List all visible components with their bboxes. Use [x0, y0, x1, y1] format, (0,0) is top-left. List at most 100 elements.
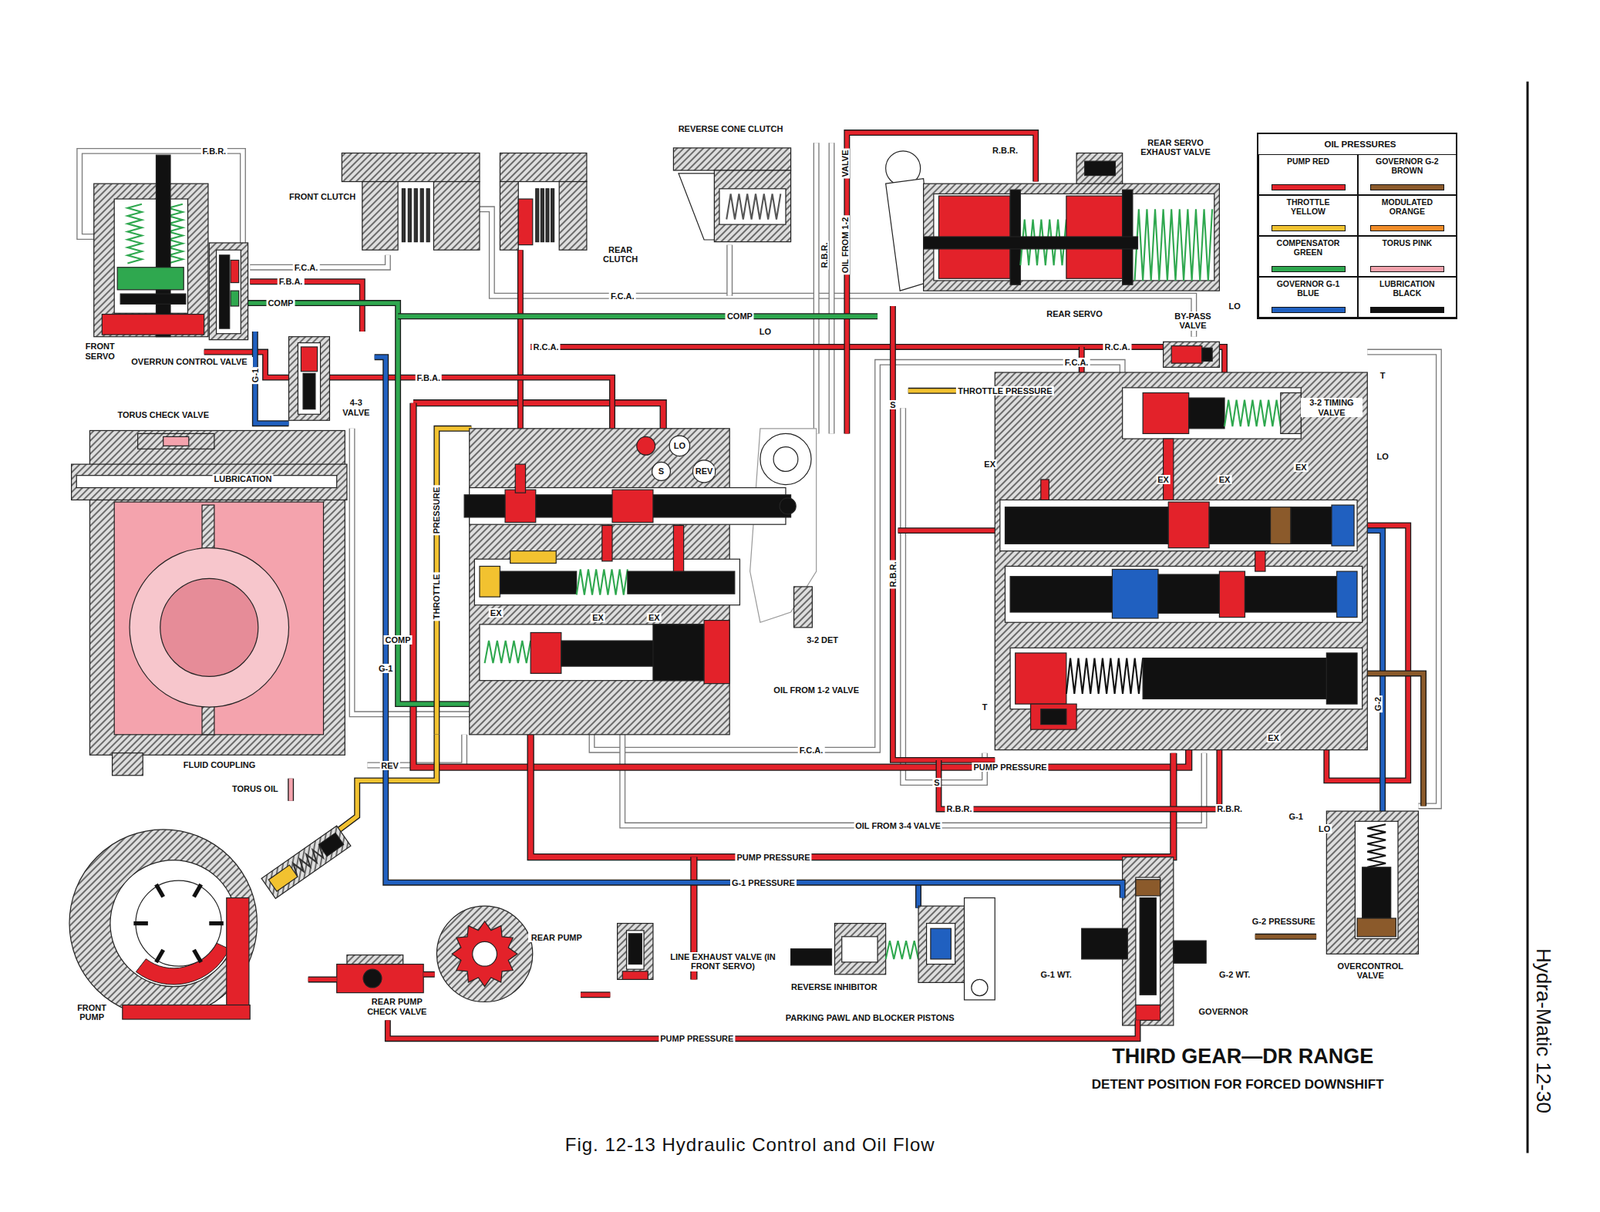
- pipe-outline: [423, 971, 435, 978]
- valve-part: [1290, 507, 1332, 545]
- pipe-outline: [387, 1020, 1139, 1039]
- oil-line: [397, 314, 878, 319]
- line-label: S: [656, 466, 666, 476]
- oil-line: [436, 428, 472, 735]
- pump-vane: [133, 921, 149, 926]
- valve-part: [163, 436, 189, 446]
- hatched-housing: [261, 825, 351, 899]
- component: FRONT CLUTCH: [283, 142, 483, 256]
- legend-label: TORUS PINK: [1371, 239, 1443, 249]
- component-label: REAR PUMP CHECK VALVE: [365, 997, 429, 1017]
- pump-vane: [155, 949, 163, 963]
- hatched-housing: [112, 753, 144, 776]
- port-marker: [693, 460, 716, 483]
- governor-weight: [1081, 928, 1129, 960]
- spool: [499, 571, 576, 594]
- spool: [627, 571, 735, 594]
- oil-connector: [289, 778, 294, 802]
- component-label: REAR SERVO: [1038, 309, 1111, 320]
- line-label: TORUS OIL: [230, 784, 280, 794]
- legend-swatch: [1271, 225, 1346, 232]
- bore: [1122, 387, 1302, 439]
- component-label: FLUID COUPLING: [168, 760, 270, 771]
- spool: [1142, 658, 1327, 700]
- oil-line-group: [387, 1020, 1139, 1039]
- line-label: LO: [1227, 301, 1243, 311]
- valve-part: [300, 346, 317, 372]
- round-part: [472, 941, 498, 967]
- valve-part: [1040, 709, 1067, 725]
- clutch-plate: [540, 188, 544, 243]
- valve-part: [155, 154, 171, 337]
- line-label: R.B.R.: [990, 144, 1020, 155]
- pipe-outline: [828, 142, 836, 434]
- legend-cell: PUMP RED: [1258, 154, 1358, 196]
- line-label: 3-2 DET: [805, 635, 840, 645]
- valve-part: [842, 936, 878, 963]
- valve-part: [530, 632, 562, 674]
- legend-cell: THROTTLE YELLOW: [1258, 195, 1358, 236]
- reverse-inhibitor: [791, 949, 832, 966]
- valve-part: [1337, 571, 1358, 618]
- hatched-housing: [289, 336, 331, 422]
- clutch-plate: [401, 188, 405, 243]
- valve-part: [673, 525, 684, 573]
- component-label: REAR CLUTCH: [589, 245, 651, 265]
- valve-part: [1040, 479, 1050, 500]
- valve-part: [926, 923, 956, 965]
- line-label: F.C.A.: [609, 291, 637, 301]
- oil-connector: [1255, 934, 1317, 939]
- pipe-outline: [374, 357, 1123, 898]
- hatched-housing: [1076, 153, 1123, 185]
- line-label: G-1: [1286, 811, 1304, 822]
- legend-cell: GOVERNOR G-2 BROWN: [1357, 154, 1457, 196]
- hatched-housing: [499, 181, 519, 251]
- hatched-housing: [1122, 857, 1174, 1026]
- spring: [726, 193, 781, 219]
- component-label: OVERRUN CONTROL VALVE: [125, 357, 253, 368]
- component-label: 3-2 TIMING VALVE: [1300, 397, 1362, 418]
- round-part: [110, 860, 237, 987]
- spring: [1367, 824, 1386, 868]
- line-label: LUBRICATION: [212, 474, 273, 484]
- oil-line: [530, 734, 1174, 858]
- oil-line: [829, 142, 834, 434]
- valve-part: [719, 188, 786, 225]
- line-label: EX: [646, 613, 662, 623]
- valve-part: [704, 620, 730, 684]
- component: FRONT PUMP: [71, 801, 309, 1031]
- line-label: G-2 WT.: [1217, 970, 1252, 980]
- bore: [1004, 565, 1362, 623]
- line-label: LO: [1374, 451, 1390, 461]
- line-label: Hydra-Matic 12-30: [1532, 946, 1556, 1115]
- valve-part: [230, 290, 240, 307]
- bore: [479, 624, 730, 681]
- pipe-outline: [902, 407, 985, 783]
- valve-part: [1084, 161, 1116, 176]
- spring: [576, 569, 628, 595]
- line-label: G-1: [250, 367, 260, 384]
- valve-part: [318, 832, 344, 856]
- pump-housing: [436, 906, 533, 1002]
- component-label: 4-3 VALVE: [337, 397, 375, 418]
- line-label: PRESSURE: [431, 485, 442, 536]
- valve-part: [930, 928, 951, 960]
- valve-part: [626, 930, 644, 970]
- component-label: TORUS CHECK VALVE: [101, 410, 225, 421]
- valve-part: [1139, 898, 1156, 996]
- valve-part: [1354, 821, 1398, 939]
- legend-swatch: [1271, 306, 1346, 314]
- hatched-housing: [346, 955, 404, 965]
- line-label: EX: [982, 459, 998, 469]
- oil-line: [916, 882, 920, 909]
- valve-part: [1255, 551, 1266, 572]
- component: REVERSE INHIBITORPARKING PAWL AND BLOCKE…: [780, 892, 1001, 1026]
- oil-line: [329, 377, 613, 435]
- legend-label: THROTTLE YELLOW: [1273, 198, 1344, 216]
- pipe-outline: [726, 245, 733, 297]
- pipe-outline: [1255, 933, 1317, 940]
- line-label: G-2: [1372, 695, 1382, 713]
- round-part: [135, 880, 222, 967]
- governor-weight: [1173, 940, 1206, 964]
